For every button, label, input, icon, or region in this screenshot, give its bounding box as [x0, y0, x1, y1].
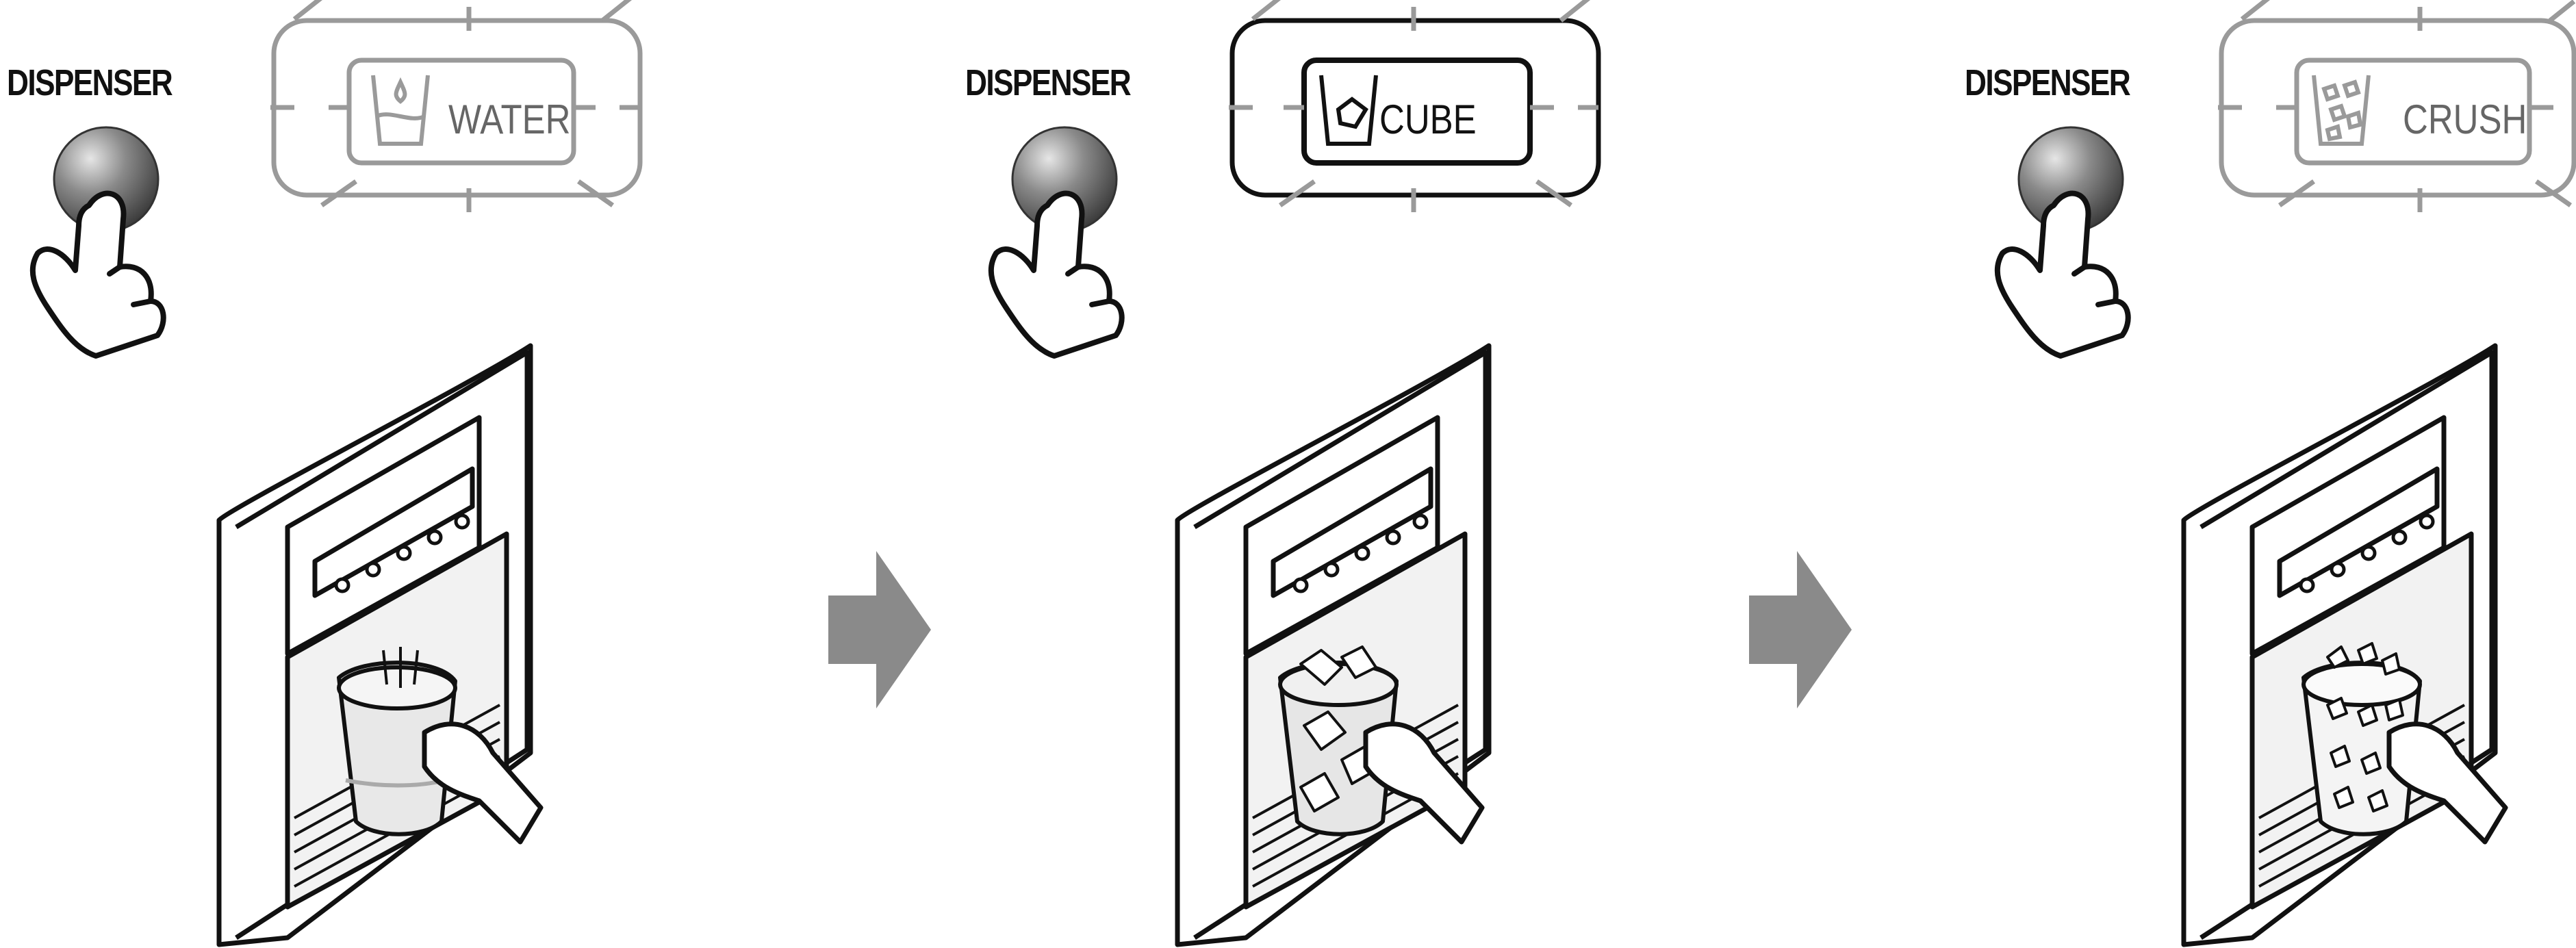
- mode-label-crush: CRUSH: [2403, 96, 2527, 143]
- pointing-hand-icon: [1998, 194, 2128, 356]
- refrigerator-dispenser: [1177, 346, 1489, 945]
- pointing-hand-icon: [33, 194, 164, 356]
- step-crush: DISPENSER CRUSH: [1958, 0, 2576, 948]
- arrow-right-icon: [828, 551, 931, 708]
- refrigerator-dispenser: [219, 346, 531, 945]
- step-cube: DISPENSER CUBE: [958, 0, 1752, 948]
- ice-cube-cup-icon: [1321, 75, 1376, 144]
- arrow-right-icon: [1749, 551, 1852, 708]
- pointing-hand-icon: [991, 194, 1122, 356]
- refrigerator-dispenser: [2184, 346, 2495, 945]
- water-cup-icon: [373, 75, 428, 144]
- dispenser-button-label: DISPENSER: [1965, 62, 2130, 104]
- mode-label-water: WATER: [448, 96, 570, 143]
- dispenser-button-label: DISPENSER: [7, 62, 172, 104]
- dispenser-button-label: DISPENSER: [965, 62, 1130, 104]
- water-step-illustration: [0, 0, 794, 948]
- cube-step-illustration: [958, 0, 1752, 948]
- step-water: DISPENSER WATER: [0, 0, 794, 948]
- crushed-ice-cup-icon: [2314, 75, 2369, 144]
- mode-label-cube: CUBE: [1379, 96, 1477, 143]
